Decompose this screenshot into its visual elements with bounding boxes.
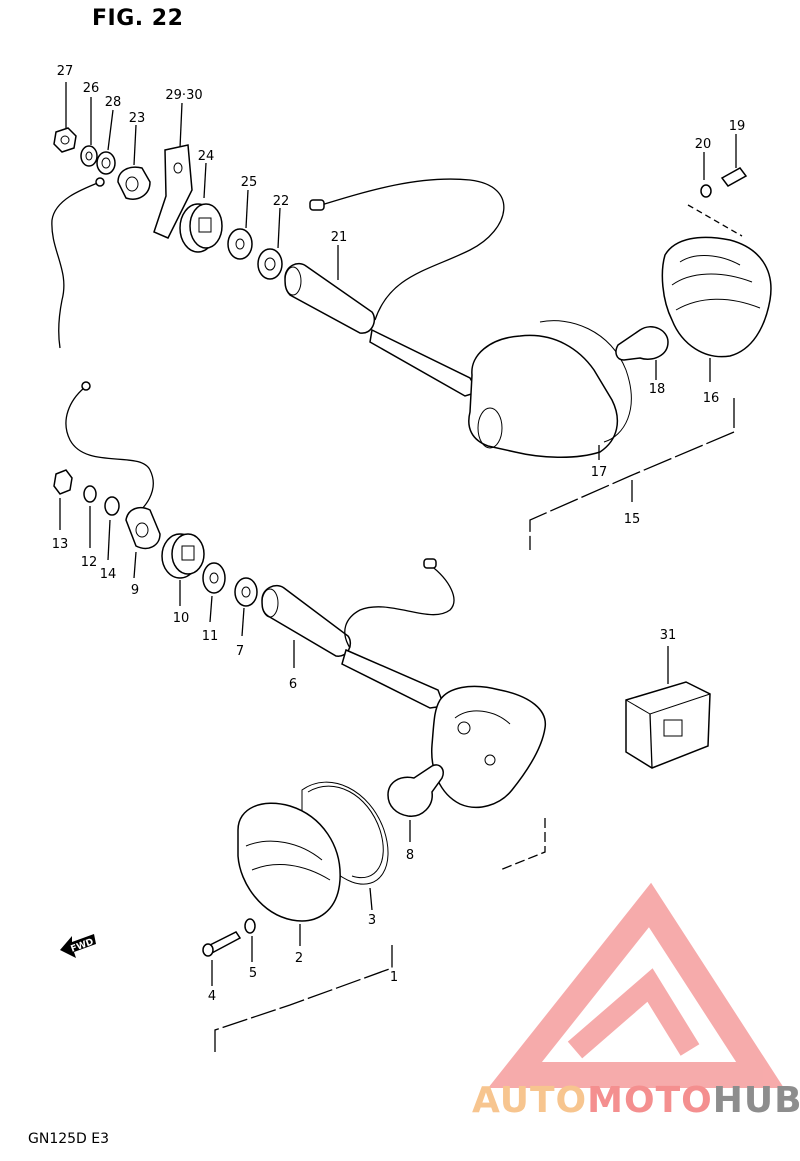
callout-31: 31 [660,628,677,643]
model-code: GN125D E3 [28,1131,110,1147]
part-17-housing [468,320,632,460]
callout-18: 18 [649,382,666,397]
part-29-30-bracket [153,102,193,239]
callout-27: 27 [57,64,74,79]
part-19-screw [720,134,748,187]
watermark-logo [488,882,784,1088]
callout-29-30: 29·30 [165,88,202,103]
callout-9: 9 [131,583,139,598]
part-18-bulb [615,326,669,380]
callout-4: 4 [208,989,216,1004]
callout-6: 6 [289,677,297,692]
callout-13: 13 [52,537,69,552]
callout-16: 16 [703,391,720,406]
callout-28: 28 [105,95,122,110]
part-12-washer [83,485,97,548]
part-7-lockwasher [234,577,258,637]
assembly-bracket-1-upper [499,818,546,871]
wire-upper-right [317,178,505,321]
callout-11: 11 [202,629,219,644]
part-21-stem [284,245,376,334]
callout-2: 2 [295,951,303,966]
callout-20: 20 [695,137,712,152]
callout-5: 5 [249,966,257,981]
callout-17: 17 [591,465,608,480]
callout-22: 22 [273,194,290,209]
part-14-washer [104,496,120,561]
part-23-grommet [117,124,151,200]
callout-8: 8 [406,848,414,863]
watermark-auto: AUTO [472,1080,588,1121]
assembly-bracket-1 [214,945,393,1052]
fwd-label: FWD [70,937,96,954]
callout-7: 7 [236,644,244,659]
part-22-lockwasher [257,207,283,280]
part-9-grommet [125,507,161,579]
callout-1: 1 [390,970,398,985]
callout-25: 25 [241,175,258,190]
part-16-lens [661,236,772,382]
part-27-nut [53,82,77,153]
part-20-washer [700,152,712,198]
part-6-stem [261,584,352,668]
lower-housing [431,685,546,809]
part-2-lens [237,802,341,946]
lower-stem-rod [341,648,446,709]
callout-12: 12 [81,555,98,570]
callout-19: 19 [729,119,746,134]
part-26-washer [80,97,98,167]
wire-lower-right [344,564,455,649]
part-25-washer [227,189,253,260]
wire-lower-left [65,387,154,519]
callout-26: 26 [83,81,100,96]
callout-23: 23 [129,111,146,126]
wire-upper-left [51,181,101,349]
part-28-washer [96,109,116,175]
fwd-arrow-icon [60,934,96,958]
part-11-washer [202,562,226,623]
part-4-screw [202,931,242,986]
callout-3: 3 [368,913,376,928]
callout-14: 14 [100,567,117,582]
figure-title: FIG. 22 [92,6,184,31]
watermark-moto: MOTO [587,1080,713,1121]
callout-10: 10 [173,611,190,626]
upper-stem-rod [369,328,480,397]
callout-21: 21 [331,230,348,245]
watermark-hub: HUB [712,1080,800,1121]
assembly-bracket-15 [529,398,735,550]
watermark-text: AUTOMOTOHUB [472,1080,800,1121]
part-31-relay [625,646,711,769]
part-8-bulb [387,764,444,842]
part-5-washer [244,918,256,962]
part-13-nut [53,469,73,530]
part-10-bushing [161,533,205,606]
callout-15: 15 [624,512,641,527]
part-24-bushing [179,162,223,253]
callout-24: 24 [198,149,215,164]
